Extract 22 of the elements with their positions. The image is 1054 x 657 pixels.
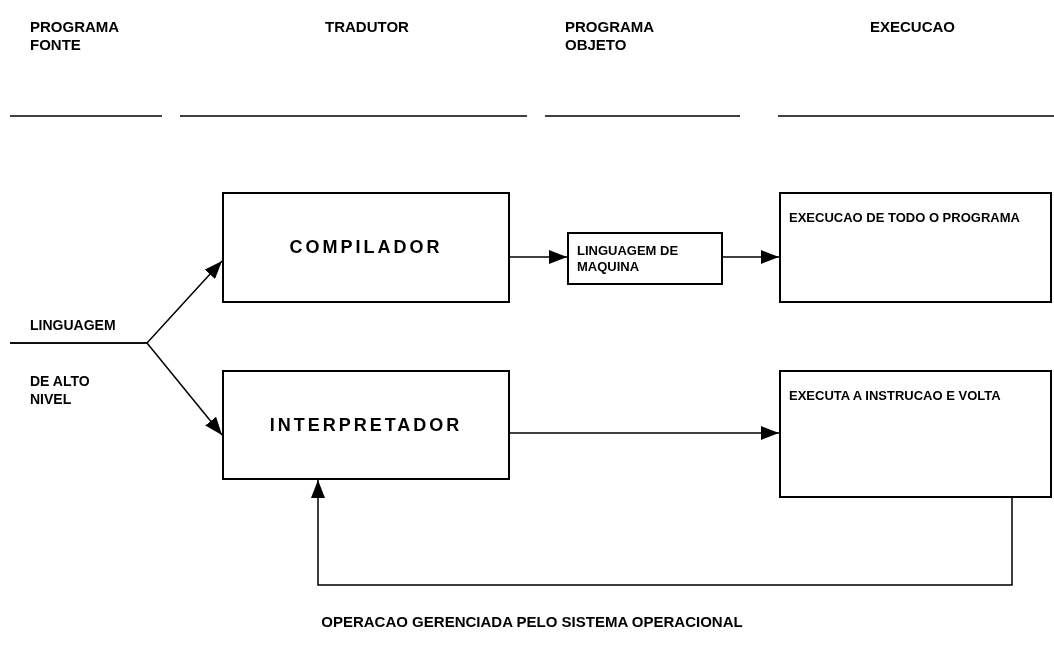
node-label: EXECUCAO DE TODO O PROGRAMA bbox=[789, 210, 1021, 226]
arrow bbox=[509, 250, 568, 264]
arrow bbox=[509, 426, 780, 440]
process-box bbox=[779, 370, 1052, 498]
process-box bbox=[779, 192, 1052, 303]
process-box bbox=[567, 232, 723, 285]
node-label: LINGUAGEM bbox=[30, 316, 117, 334]
arrow bbox=[9, 342, 223, 436]
arrow bbox=[722, 250, 780, 264]
node-label: EXECUTA A INSTRUCAO E VOLTA bbox=[789, 388, 1002, 404]
node-label: DE ALTO NIVEL bbox=[30, 372, 91, 408]
arrow bbox=[311, 479, 1013, 586]
column-heading: TRADUTOR bbox=[325, 18, 410, 36]
node-label: LINGUAGEM DE MAQUINA bbox=[577, 242, 680, 275]
column-heading: EXECUCAO bbox=[870, 18, 956, 36]
node-label: COMPILADOR bbox=[289, 236, 443, 259]
caption: OPERACAO GERENCIADA PELO SISTEMA OPERACIONAL bbox=[320, 612, 744, 632]
column-heading: PROGRAMA FONTE bbox=[30, 18, 120, 54]
column-heading: PROGRAMA OBJETO bbox=[565, 18, 655, 54]
node-label: INTERPRETADOR bbox=[269, 413, 463, 437]
process-box bbox=[222, 370, 510, 480]
process-box bbox=[222, 192, 510, 303]
